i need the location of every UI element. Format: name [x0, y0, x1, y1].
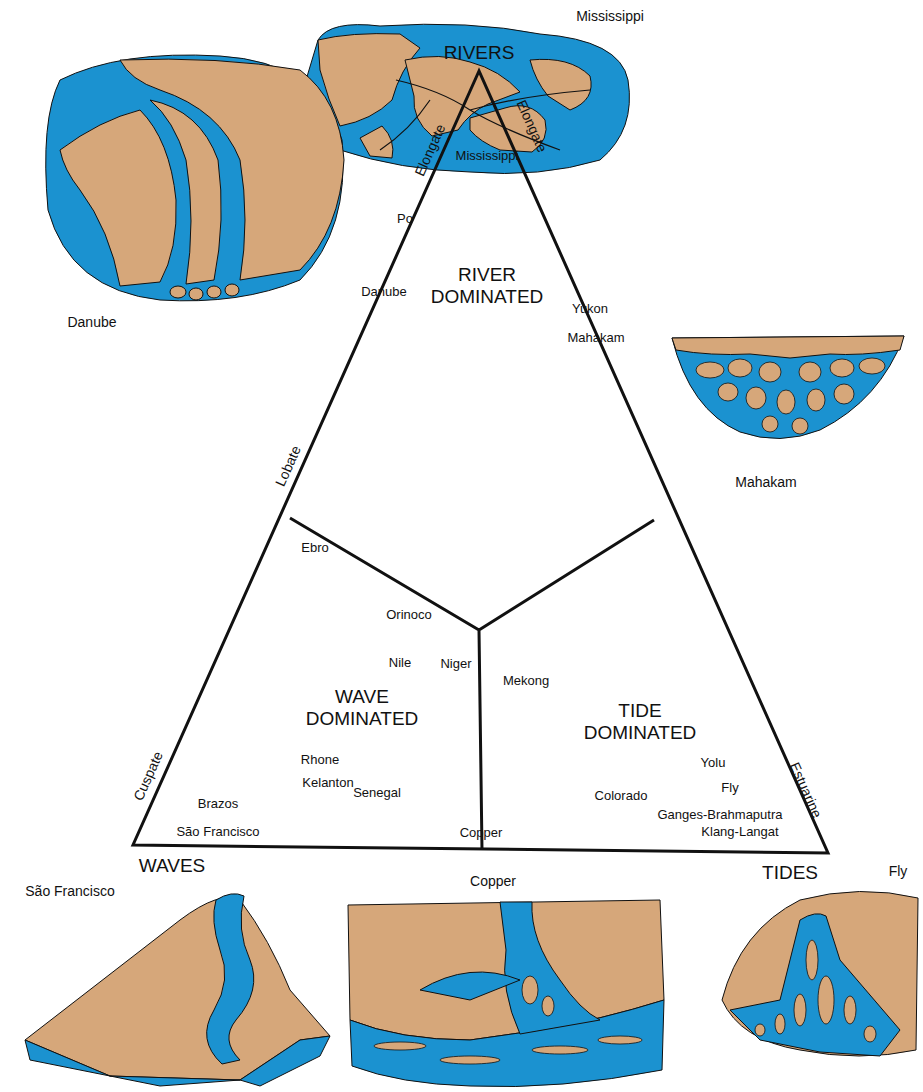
mahakam-sketch: [672, 336, 904, 439]
delta-name: Mekong: [503, 674, 549, 689]
region-label: TIDE DOMINATED: [575, 700, 705, 744]
apex-label: WAVES: [139, 855, 206, 877]
sketch-label: Fly: [889, 863, 908, 879]
delta-name: Rhone: [301, 753, 339, 768]
delta-name: Fly: [721, 781, 738, 796]
delta-name: Colorado: [595, 789, 648, 804]
delta-name: Ganges-Brahmaputra: [657, 808, 782, 823]
delta-name: Klang-Langat: [701, 825, 778, 840]
delta-name: Brazos: [198, 797, 238, 812]
danube-sketch: [46, 55, 344, 301]
region-label: WAVE DOMINATED: [297, 686, 427, 730]
delta-name: Po: [397, 212, 413, 227]
delta-name: Niger: [440, 657, 471, 672]
sao-francisco-sketch: [25, 894, 330, 1086]
apex-label: RIVERS: [444, 42, 515, 64]
side-label: Lobate: [272, 443, 304, 489]
delta-name: Danube: [361, 285, 407, 300]
delta-name: Mahakam: [567, 331, 624, 346]
region-label: RIVER DOMINATED: [422, 264, 552, 308]
sketch-label: Mississippi: [576, 8, 644, 24]
sketch-label: Mahakam: [735, 474, 796, 490]
delta-name: Nile: [389, 656, 411, 671]
delta-name: Ebro: [301, 541, 328, 556]
delta-name: Kelanton: [302, 776, 353, 791]
delta-name: Senegal: [353, 786, 401, 801]
delta-name: Yukon: [572, 302, 608, 317]
delta-name: São Francisco: [176, 825, 259, 840]
delta-name: Mississippi: [456, 149, 519, 164]
delta-name: Yolu: [701, 756, 726, 771]
delta-name: Orinoco: [386, 608, 432, 623]
fly-sketch: [722, 891, 918, 1056]
delta-name: Copper: [460, 826, 503, 841]
sketch-label: Copper: [470, 873, 516, 889]
ternary-triangle: [133, 71, 828, 853]
sketch-label: Danube: [67, 314, 116, 330]
side-label: Estuarine: [787, 760, 826, 821]
apex-label: TIDES: [762, 862, 818, 884]
copper-sketch: [348, 900, 664, 1087]
side-label: Cuspate: [130, 749, 166, 803]
sketch-label: São Francisco: [25, 883, 114, 899]
